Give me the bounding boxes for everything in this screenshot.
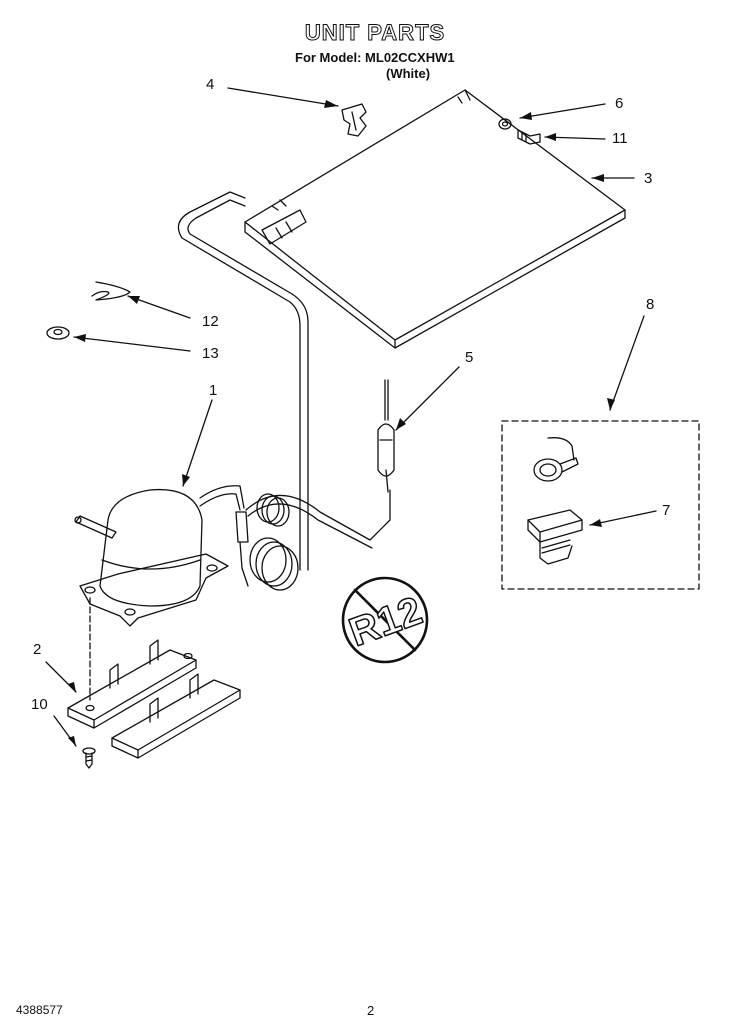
callout-6: 6 bbox=[615, 95, 624, 112]
callout-7: 7 bbox=[662, 502, 671, 519]
model-line: For Model: ML02CCXHW1 bbox=[295, 50, 455, 65]
footer-page-number: 2 bbox=[367, 1003, 375, 1018]
callout-11: 11 bbox=[612, 130, 628, 147]
refrigerant-tubing bbox=[177, 191, 391, 571]
capillary-coil bbox=[249, 493, 299, 591]
callout-8: 8 bbox=[646, 296, 655, 313]
footer-part-number: 4388577 bbox=[16, 1003, 63, 1017]
callout-1: 1 bbox=[209, 382, 218, 399]
callout-5: 5 bbox=[465, 349, 474, 366]
part-8-kit-box bbox=[501, 420, 700, 590]
leader-lines bbox=[45, 87, 657, 747]
part-1-compressor bbox=[74, 485, 249, 701]
arrowheads bbox=[68, 100, 615, 746]
svg-text:R12: R12 bbox=[344, 589, 428, 655]
callout-2: 2 bbox=[33, 641, 42, 658]
page-title: UNIT PARTS bbox=[304, 20, 446, 46]
part-4-bracket-clip bbox=[341, 103, 367, 137]
callout-13: 13 bbox=[202, 345, 219, 362]
part-10-screw bbox=[82, 747, 96, 769]
part-12-clip bbox=[91, 281, 131, 301]
callout-12: 12 bbox=[202, 313, 219, 330]
callout-3: 3 bbox=[644, 170, 653, 187]
model-variant: (White) bbox=[386, 66, 431, 81]
callout-4: 4 bbox=[206, 76, 215, 93]
part-5-sensing-bulb bbox=[377, 379, 395, 493]
part-3-evaporator-plate bbox=[244, 89, 626, 349]
part-2-mounting-rails bbox=[67, 639, 241, 759]
callout-10: 10 bbox=[31, 696, 48, 713]
r12-emblem: R12 bbox=[341, 576, 428, 664]
part-13-grommet bbox=[46, 326, 70, 340]
